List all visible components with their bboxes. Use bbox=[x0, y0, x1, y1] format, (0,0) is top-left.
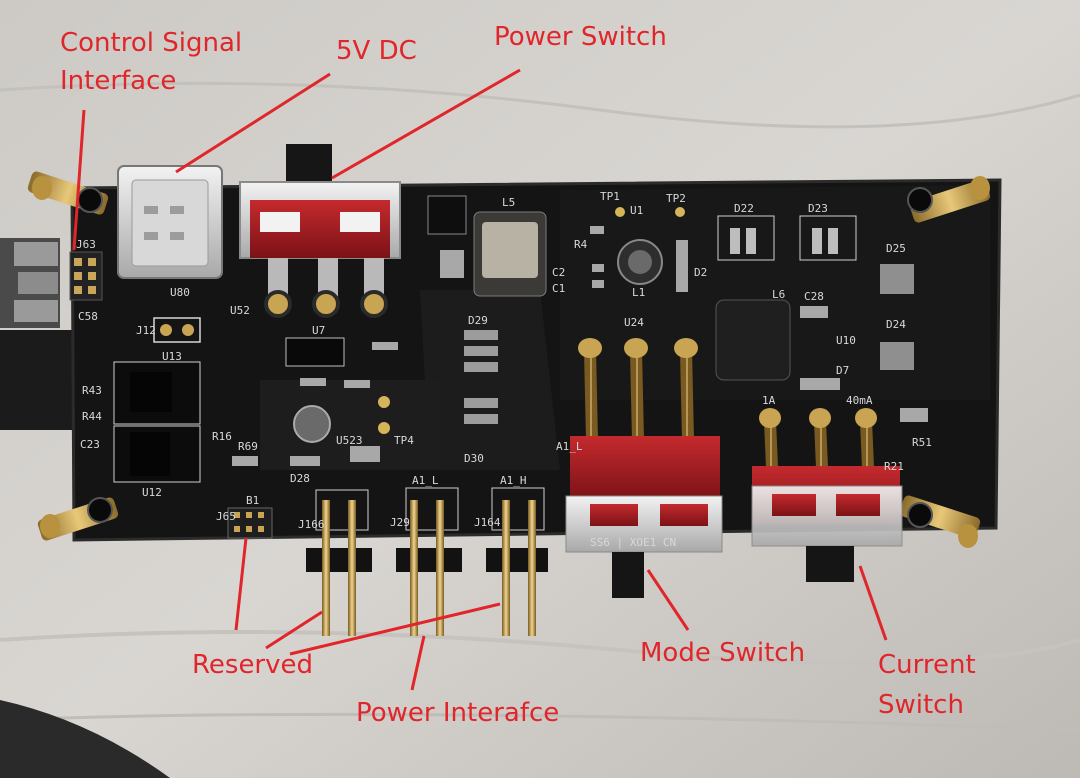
silk-d25: D25 bbox=[886, 242, 906, 255]
leader-reserved-1 bbox=[234, 537, 248, 631]
silk-d29: D29 bbox=[468, 314, 488, 327]
silk-c58: C58 bbox=[78, 310, 98, 323]
silk-u7: U7 bbox=[312, 324, 325, 337]
label-current-switch-line2: Switch bbox=[878, 690, 964, 720]
silk-d2: D2 bbox=[694, 266, 707, 279]
leader-5v-dc bbox=[175, 72, 331, 174]
silk-r51: R51 bbox=[912, 436, 932, 449]
label-control-signal-line1: Control Signal bbox=[60, 28, 243, 58]
header-j166 bbox=[306, 489, 372, 636]
usb-5v-connector bbox=[117, 165, 223, 279]
label-mode-switch: Mode Switch bbox=[640, 638, 806, 668]
label-reserved: Reserved bbox=[192, 650, 314, 680]
leader-power-interface bbox=[410, 635, 426, 691]
silk-r69: R69 bbox=[238, 440, 258, 453]
silk-40ma: 40mA bbox=[846, 394, 873, 407]
leader-power-switch bbox=[331, 68, 521, 180]
ribbon-cable bbox=[0, 238, 80, 430]
current-switch bbox=[751, 408, 903, 582]
silk-d24: D24 bbox=[886, 318, 906, 331]
silkscreen-labels: J63 C58 J12 U13 U12 U80 U52 U7 U523 TP4 … bbox=[76, 190, 932, 549]
silk-d23: D23 bbox=[808, 202, 828, 215]
silk-d28: D28 bbox=[290, 472, 310, 485]
silk-r16: R16 bbox=[212, 430, 232, 443]
silk-tp4: TP4 bbox=[394, 434, 414, 447]
silk-tp1: TP1 bbox=[600, 190, 620, 203]
silk-u13: U13 bbox=[162, 350, 182, 363]
label-power-switch: Power Switch bbox=[494, 22, 667, 52]
annotation-leaders bbox=[72, 68, 888, 691]
header-j29 bbox=[396, 487, 462, 636]
control-signal-header bbox=[69, 251, 103, 301]
silk-c23: C23 bbox=[80, 438, 100, 451]
silk-l6: L6 bbox=[772, 288, 785, 301]
silk-r44: R44 bbox=[82, 410, 102, 423]
label-current-switch-line1: Current bbox=[878, 650, 976, 680]
leader-mode-switch bbox=[646, 569, 690, 631]
power-switch bbox=[239, 144, 401, 318]
mode-switch bbox=[565, 338, 723, 598]
silk-u12: U12 bbox=[142, 486, 162, 499]
inductor-l6 bbox=[715, 299, 791, 381]
silk-r21: R21 bbox=[884, 460, 904, 473]
smd-parts bbox=[232, 226, 928, 466]
silk-d22: D22 bbox=[734, 202, 754, 215]
silk-j12: J12 bbox=[136, 324, 156, 337]
silk-d30: D30 bbox=[464, 452, 484, 465]
header-j164 bbox=[486, 487, 548, 636]
ic-u12 bbox=[113, 425, 201, 483]
silk-a1-l: A1_L bbox=[412, 474, 439, 487]
leader-control-signal bbox=[72, 109, 86, 251]
silk-d7: D7 bbox=[836, 364, 849, 377]
reserved-header-j65 bbox=[227, 507, 273, 539]
silk-b1: B1 bbox=[246, 494, 259, 507]
standoff-top-right bbox=[909, 176, 991, 223]
silk-j166: J166 bbox=[298, 518, 325, 531]
silk-u52: U52 bbox=[230, 304, 250, 317]
silk-tp2: TP2 bbox=[666, 192, 686, 205]
silk-c1: C1 bbox=[552, 282, 565, 295]
silk-c2: C2 bbox=[552, 266, 565, 279]
switch-print: SS6 | XOE1 CN bbox=[590, 536, 676, 549]
silk-1a: 1A bbox=[762, 394, 776, 407]
silk-j65: J65 bbox=[216, 510, 236, 523]
label-power-interface: Power Interafce bbox=[356, 698, 560, 728]
silk-u10: U10 bbox=[836, 334, 856, 347]
silk-l1: L1 bbox=[632, 286, 645, 299]
silk-r43: R43 bbox=[82, 384, 102, 397]
silk-l5: L5 bbox=[502, 196, 515, 209]
silk-u80: U80 bbox=[170, 286, 190, 299]
silk-j63: J63 bbox=[76, 238, 96, 251]
label-control-signal-line2: Interface bbox=[60, 66, 177, 96]
inductor-l1 bbox=[617, 239, 663, 285]
silk-a1-l-side: A1_L bbox=[556, 440, 583, 453]
silk-u523: U523 bbox=[336, 434, 363, 447]
leader-current-switch bbox=[858, 565, 888, 641]
silk-a1-h: A1_H bbox=[500, 474, 527, 487]
inductor-l5 bbox=[473, 211, 547, 297]
silk-j164: J164 bbox=[474, 516, 501, 529]
ic-u13 bbox=[113, 361, 201, 425]
silk-r4: R4 bbox=[574, 238, 588, 251]
label-5v-dc: 5V DC bbox=[336, 36, 417, 66]
silk-u1: U1 bbox=[630, 204, 643, 217]
silk-j29: J29 bbox=[390, 516, 410, 529]
silk-u24: U24 bbox=[624, 316, 644, 329]
silk-c28: C28 bbox=[804, 290, 824, 303]
dark-corner-shadow bbox=[0, 700, 170, 778]
inductor-small bbox=[293, 405, 331, 443]
leader-reserved-3 bbox=[289, 602, 501, 656]
leader-reserved-2 bbox=[265, 610, 323, 650]
